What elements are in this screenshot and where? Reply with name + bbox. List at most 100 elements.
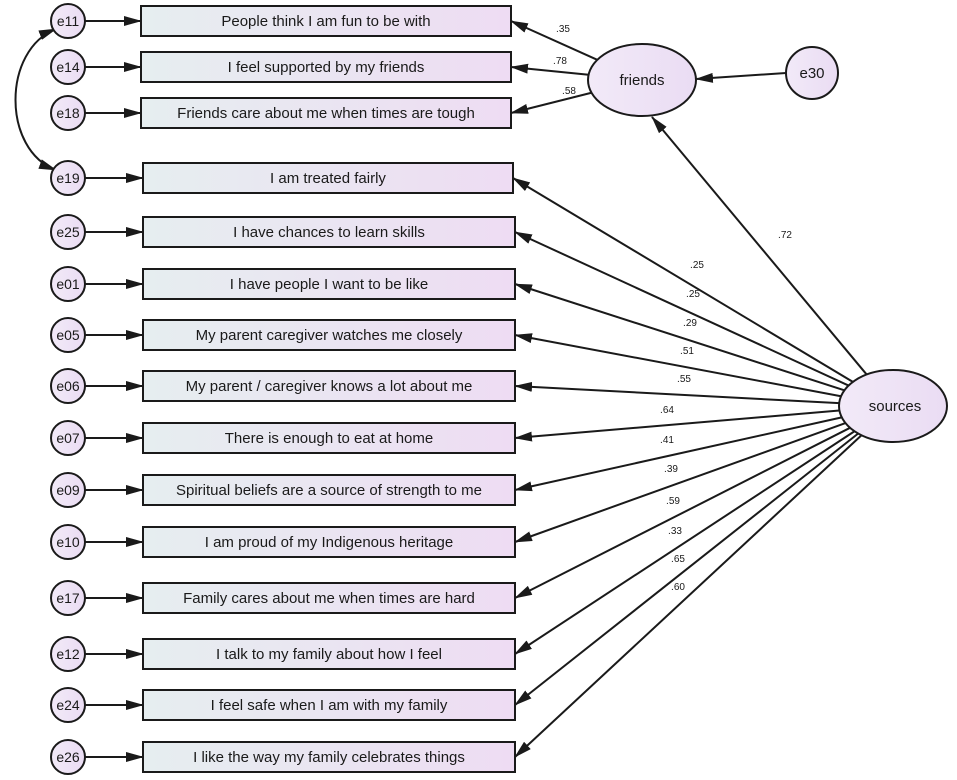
error-label: e17: [56, 590, 80, 606]
loading-path-e09: [514, 416, 842, 492]
loading-path-e19: [512, 177, 854, 383]
latent-sources-label: sources: [869, 398, 922, 415]
indicator-box: [142, 474, 516, 506]
error-node-e24: [50, 687, 86, 723]
indicator-label: My parent caregiver watches me closely: [196, 327, 463, 344]
error-label: e19: [56, 170, 80, 186]
loading-coefficient: .25: [690, 260, 704, 271]
loading-coefficient: .29: [683, 318, 697, 329]
error-node-e07: [50, 420, 86, 456]
error-node-e06: [50, 368, 86, 404]
indicator-label: Spiritual beliefs are a source of streng…: [176, 482, 482, 499]
error-label: e26: [56, 749, 80, 765]
disturbance-e30: [785, 46, 839, 100]
error-label: e06: [56, 378, 80, 394]
loading-path-e01: [514, 283, 845, 392]
loading-path-e12: [514, 430, 856, 655]
loading-path-e06: [514, 381, 840, 405]
disturbance-path-e30: [695, 72, 787, 83]
loading-coefficient: .51: [680, 346, 694, 357]
loading-path-e14: [510, 63, 589, 76]
loading-path-e07: [514, 409, 840, 442]
error-node-e10: [50, 524, 86, 560]
loading-path-e10: [514, 422, 846, 543]
indicator-label: I feel safe when I am with my family: [211, 697, 448, 714]
loading-coefficient: .33: [668, 526, 682, 537]
error-node-e26: [50, 739, 86, 775]
error-node-e25: [50, 214, 86, 250]
indicator-box: [142, 216, 516, 248]
nodes-layer: [50, 3, 948, 775]
indicator-label: I talk to my family about how I feel: [216, 646, 442, 663]
indicator-box: [142, 422, 516, 454]
error-label: e09: [56, 482, 80, 498]
error-label: e24: [56, 697, 80, 713]
loading-coefficient: .78: [553, 56, 567, 67]
indicator-box: [140, 97, 512, 129]
loading-path-e18: [510, 91, 592, 114]
loading-coefficient: .65: [671, 554, 685, 565]
loading-coefficient: .58: [562, 86, 576, 97]
indicator-label: There is enough to eat at home: [225, 430, 433, 447]
error-node-e14: [50, 49, 86, 85]
loading-path-e05: [514, 333, 842, 398]
loading-coefficient: .35: [556, 24, 570, 35]
error-node-e17: [50, 580, 86, 616]
indicator-box: [142, 370, 516, 402]
error-node-e09: [50, 472, 86, 508]
latent-friends: [587, 43, 697, 117]
error-label: e14: [56, 59, 80, 75]
indicator-box: [142, 689, 516, 721]
indicator-label: Friends care about me when times are tou…: [177, 105, 475, 122]
paths-layer: [14, 16, 868, 762]
error-label: e05: [56, 327, 80, 343]
indicator-box: [142, 319, 516, 351]
error-node-e12: [50, 636, 86, 672]
loading-path-e26: [514, 434, 863, 758]
error-label: e11: [57, 13, 80, 29]
indicator-box: [142, 526, 516, 558]
latent-friends-label: friends: [619, 72, 664, 89]
indicator-label: I am proud of my Indigenous heritage: [205, 534, 453, 551]
indicator-box: [142, 741, 516, 773]
indicator-box: [140, 5, 512, 37]
loading-coefficient: .64: [660, 405, 674, 416]
indicator-label: I like the way my family celebrates thin…: [193, 749, 465, 766]
error-node-e11: [50, 3, 86, 39]
indicator-box: [142, 162, 514, 194]
loading-path-e17: [514, 426, 851, 599]
indicator-box: [142, 638, 516, 670]
indicator-label: My parent / caregiver knows a lot about …: [186, 378, 473, 395]
error-label: e12: [56, 646, 80, 662]
loading-path-e24: [514, 432, 859, 706]
indicator-label: I have people I want to be like: [230, 276, 428, 293]
error-label: e07: [56, 430, 80, 446]
loading-coefficient: .59: [666, 496, 680, 507]
error-node-e01: [50, 266, 86, 302]
loading-path-e11: [510, 20, 598, 61]
loading-coefficient: .55: [677, 374, 691, 385]
labels-layer: e11 People think I am fun to be with .35 e1…: [56, 13, 921, 766]
indicator-box: [142, 268, 516, 300]
covariance-e11-e19: [14, 28, 57, 171]
indicator-box: [140, 51, 512, 83]
structural-path-sources-friends: [651, 116, 868, 376]
error-node-e05: [50, 317, 86, 353]
structural-coefficient: .72: [778, 230, 792, 241]
loading-coefficient: .25: [686, 289, 700, 300]
error-node-e18: [50, 95, 86, 131]
error-label: e18: [56, 105, 80, 121]
loading-coefficient: .39: [664, 464, 678, 475]
indicator-label: I am treated fairly: [270, 170, 386, 187]
error-label: e10: [56, 534, 80, 550]
disturbance-e30-label: e30: [799, 65, 824, 82]
latent-sources: [838, 369, 948, 443]
indicator-label: I have chances to learn skills: [233, 224, 425, 241]
loading-path-e25: [514, 231, 849, 387]
error-node-e19: [50, 160, 86, 196]
error-label: e25: [56, 224, 80, 240]
error-label: e01: [56, 276, 80, 292]
indicator-label: Family cares about me when times are har…: [183, 590, 475, 607]
indicator-label: People think I am fun to be with: [221, 13, 430, 30]
